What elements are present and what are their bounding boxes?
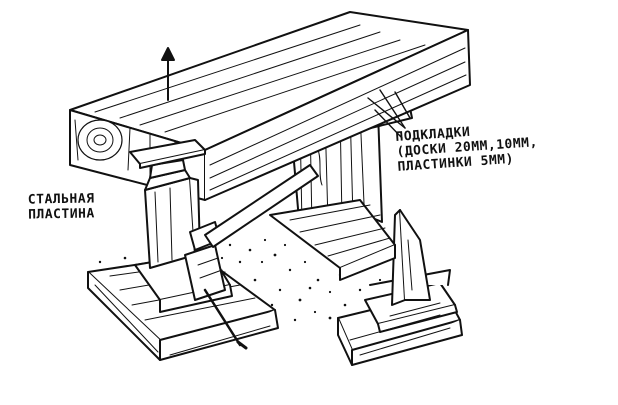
label-steel-plate: СТАЛЬНАЯ ПЛАСТИНА (28, 191, 95, 222)
shim-leader-lines (367, 89, 411, 139)
label-steel-plate-line-2: ПЛАСТИНА (28, 206, 95, 223)
steel-plate (129, 139, 206, 169)
label-steel-plate-line-1: СТАЛЬНАЯ (27, 191, 95, 208)
post-base-board (269, 199, 396, 281)
wooden-beam (69, 11, 471, 201)
shim-stack (337, 209, 463, 366)
arrow-up-icon (161, 47, 175, 101)
jack-base-board (87, 254, 279, 361)
bottle-jack (134, 159, 319, 350)
